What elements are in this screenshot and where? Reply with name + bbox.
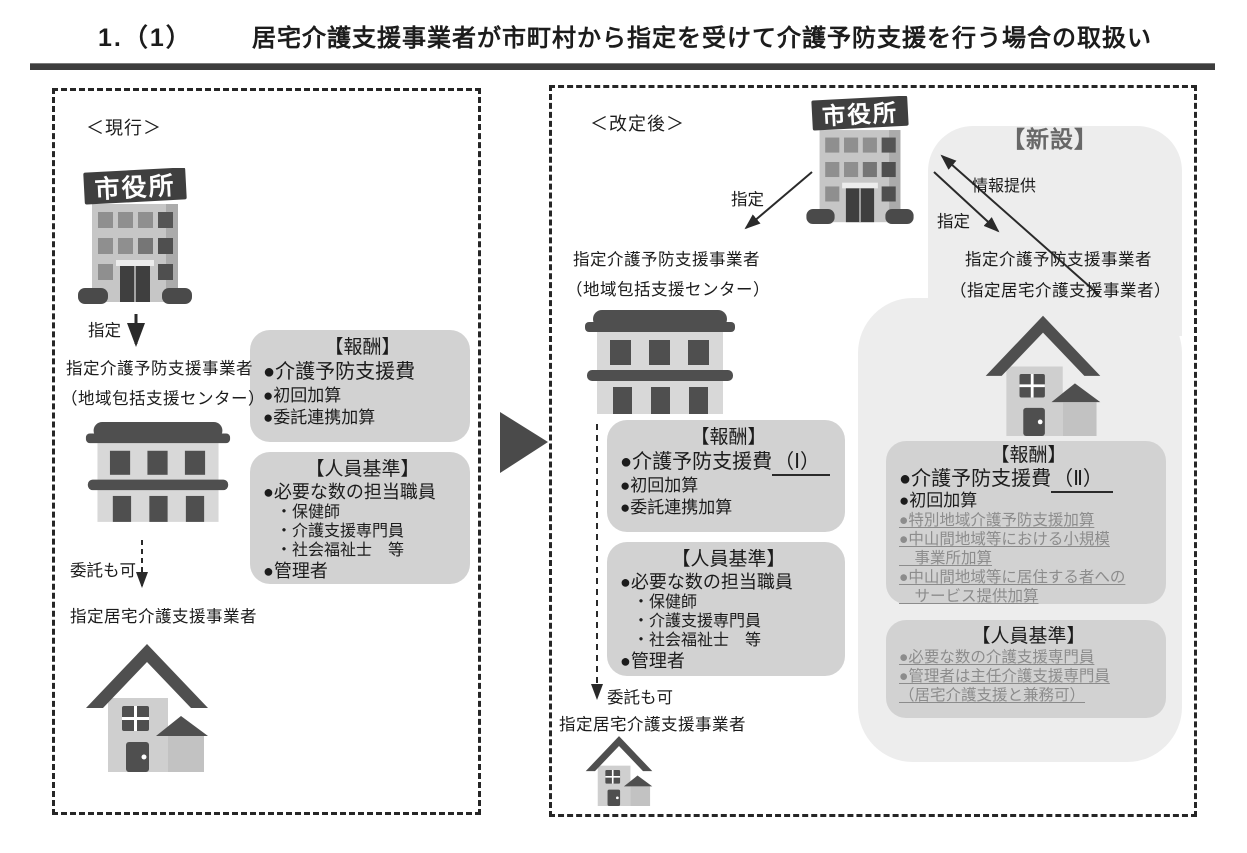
staff-subitem: ・保健師 xyxy=(633,594,698,611)
reward-item-suffix-underlined: （Ⅱ） xyxy=(1051,468,1113,493)
delegation-label-right-panel: 委託も可 xyxy=(607,689,673,707)
title-rule xyxy=(30,63,1215,70)
staff-item: ●必要な数の担当職員 xyxy=(263,482,436,502)
reward-item: ●初回加算 xyxy=(263,386,342,405)
staff-subitem: ・社会福祉士 等 xyxy=(633,632,762,649)
entity-prevention-support-provider-center: 指定介護予防支援事業者 xyxy=(573,251,760,269)
change-direction-triangle xyxy=(500,412,548,473)
staff-subitem: ・介護支援専門員 xyxy=(633,613,762,630)
staff-box-left: 【人員基準】 ●必要な数の担当職員 ・保健師 ・介護支援専門員 ・社会福祉士 等… xyxy=(250,452,470,584)
reward-item: ●介護予防支援費（Ⅰ） xyxy=(620,449,837,476)
reward-item: ●初回加算 xyxy=(899,491,978,510)
entity-home-care-provider-left: 指定居宅介護支援事業者 xyxy=(70,608,257,626)
reward-item: ●委託連携加算 xyxy=(620,498,733,517)
reward-box-center: 【報酬】 ●介護予防支援費（Ⅰ） ●初回加算 ●委託連携加算 xyxy=(607,420,845,532)
new-reward-item: ●中山間地域等に居住する者への xyxy=(899,569,1126,586)
reward-item: ●介護予防支援費 xyxy=(263,361,416,383)
staff-subitem: ・保健師 xyxy=(276,504,341,521)
city-hall-icon-right xyxy=(797,96,923,228)
entity-community-center-center: （地域包括支援センター） xyxy=(566,281,770,299)
new-reward-item-continuation: サービス提供加算 xyxy=(899,588,1039,605)
entity-home-care-provider-bottom: 指定居宅介護支援事業者 xyxy=(559,716,746,734)
house-icon-left xyxy=(86,640,208,772)
revised-state-label: ＜改定後＞ xyxy=(590,114,685,134)
entity-prevention-support-provider-right: 指定介護予防支援事業者 xyxy=(965,251,1152,269)
office-building-icon-left xyxy=(84,418,232,522)
reward-item: ●委託連携加算 xyxy=(263,408,376,427)
info-provision-label: 情報提供 xyxy=(972,178,1037,195)
reward-box-left-header: 【報酬】 xyxy=(324,337,401,358)
reward-box-right: 【報酬】 ●介護予防支援費（Ⅱ） ●初回加算 ●特別地域介護予防支援加算 ●中山… xyxy=(886,441,1166,605)
page-title: 居宅介護支援事業者が市町村から指定を受けて介護予防支援を行う場合の取扱い xyxy=(252,25,1152,52)
current-state-label: ＜現行＞ xyxy=(86,118,162,138)
reward-item: ●初回加算 xyxy=(620,476,699,495)
city-hall-icon-left xyxy=(68,168,202,308)
staff-item: ●必要な数の担当職員 xyxy=(620,572,793,592)
revised-state-panel xyxy=(549,85,1197,817)
new-reward-item-continuation: 事業所加算 xyxy=(899,550,993,567)
staff-box-center-header: 【人員基準】 xyxy=(671,549,786,570)
new-staff-item: ●管理者は主任介護支援専門員 xyxy=(899,668,1110,685)
staff-box-right-header: 【人員基準】 xyxy=(971,626,1086,647)
reward-item-text: ●介護予防支援費 xyxy=(899,468,1052,490)
reward-box-center-header: 【報酬】 xyxy=(690,427,767,448)
staff-box-right: 【人員基準】 ●必要な数の介護支援専門員 ●管理者は主任介護支援専門員 （居宅介… xyxy=(886,620,1166,718)
reward-item: ●介護予防支援費（Ⅱ） xyxy=(899,467,1158,493)
new-provision-badge: 【新設】 xyxy=(1002,126,1098,152)
reward-box-left: 【報酬】 ●介護予防支援費 ●初回加算 ●委託連携加算 xyxy=(250,330,470,442)
house-icon-right xyxy=(982,312,1104,436)
new-staff-item-continuation: （居宅介護支援と兼務可） xyxy=(899,687,1086,704)
reward-box-right-header: 【報酬】 xyxy=(990,445,1067,466)
designation-label-left: 指定 xyxy=(88,322,121,340)
staff-subitem: ・介護支援専門員 xyxy=(276,523,405,540)
designation-label-center: 指定 xyxy=(731,191,764,209)
designation-label-right: 指定 xyxy=(937,213,970,231)
house-icon-small xyxy=(585,734,653,806)
staff-subitem: ・社会福祉士 等 xyxy=(276,542,405,559)
current-state-panel xyxy=(52,88,481,815)
new-reward-item: ●中山間地域等における小規模 xyxy=(899,531,1110,548)
entity-designated-home-care-provider-right: （指定居宅介護支援事業者） xyxy=(950,282,1171,300)
staff-box-center: 【人員基準】 ●必要な数の担当職員 ・保健師 ・介護支援専門員 ・社会福祉士 等… xyxy=(607,542,845,676)
title-number: 1.（1） xyxy=(98,24,193,52)
new-staff-item: ●必要な数の介護支援専門員 xyxy=(899,649,1095,666)
staff-item: ●管理者 xyxy=(620,651,685,671)
reward-item-suffix-underlined: （Ⅰ） xyxy=(772,451,830,476)
entity-prevention-support-provider-left: 指定介護予防支援事業者 xyxy=(66,360,253,378)
reward-item-text: ●介護予防支援費 xyxy=(620,451,773,473)
entity-community-center-left: （地域包括支援センター） xyxy=(61,390,265,408)
staff-item: ●管理者 xyxy=(263,561,328,581)
staff-box-left-header: 【人員基準】 xyxy=(305,459,420,480)
new-reward-item: ●特別地域介護予防支援加算 xyxy=(899,512,1095,529)
office-building-icon-center xyxy=(583,306,737,414)
delegation-label-left: 委託も可 xyxy=(70,562,136,580)
